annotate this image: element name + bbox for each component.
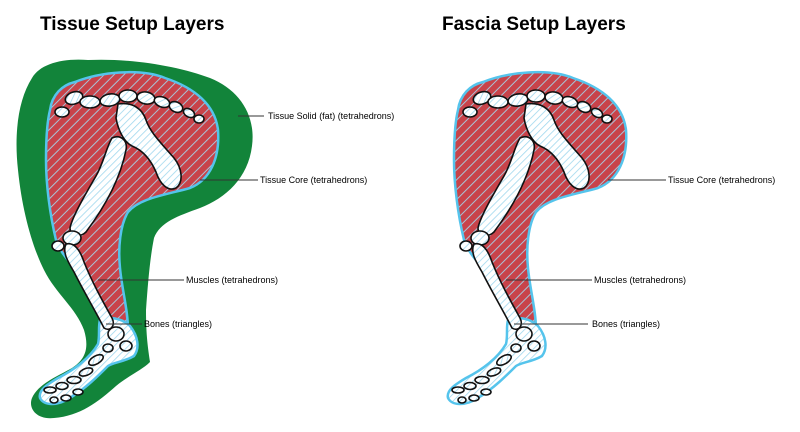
- label-fascia-bones: Bones (triangles): [592, 319, 661, 329]
- tissue-panel: [16, 59, 264, 419]
- panel-title-tissue: Tissue Setup Layers: [40, 14, 225, 35]
- panel-title-fascia: Fascia Setup Layers: [442, 14, 626, 35]
- label-muscles: Muscles (tetrahedrons): [186, 275, 279, 285]
- label-fascia-tissue-core: Tissue Core (tetrahedrons): [668, 175, 776, 185]
- label-tissue-solid: Tissue Solid (fat) (tetrahedrons): [268, 111, 395, 121]
- label-fascia-muscles: Muscles (tetrahedrons): [594, 275, 687, 285]
- label-bones: Bones (triangles): [144, 319, 213, 329]
- label-tissue-core: Tissue Core (tetrahedrons): [260, 175, 368, 185]
- fascia-panel: [446, 70, 666, 406]
